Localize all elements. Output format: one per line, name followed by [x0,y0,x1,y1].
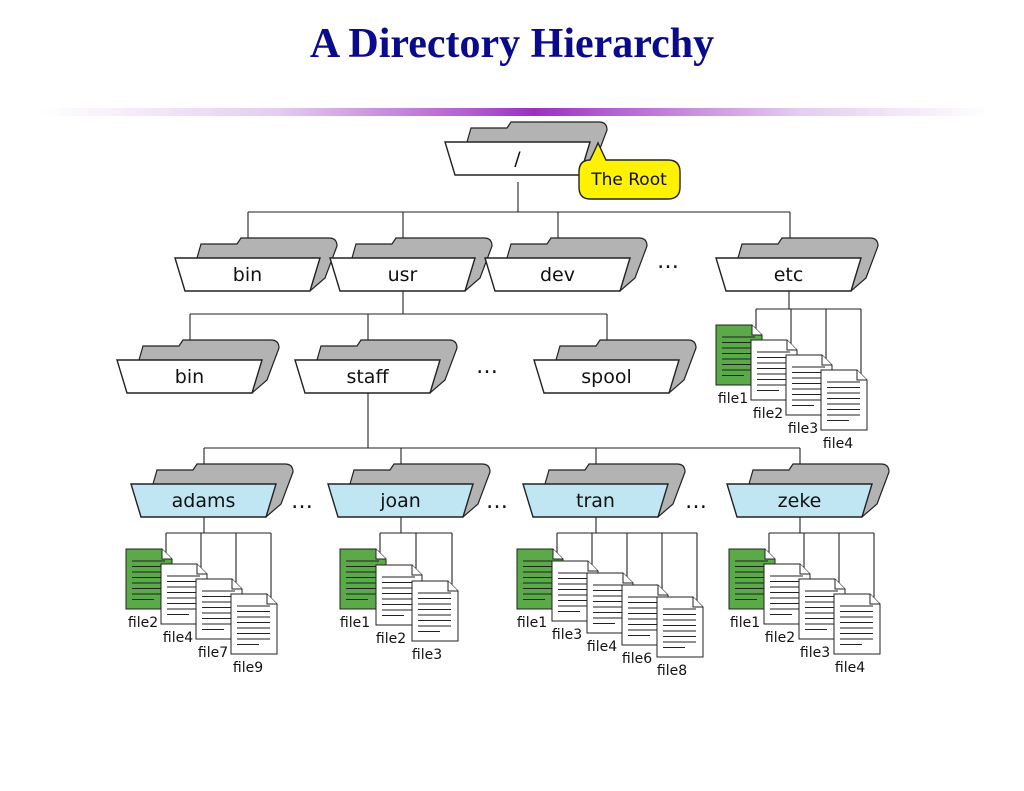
zeke-file-label-2: file3 [800,645,830,661]
folder-zeke-label: zeke [778,490,822,512]
callout-text: The Root [590,170,667,190]
adams-file-label-3: file9 [233,660,263,676]
folder-usr[interactable]: usr [329,237,493,292]
folder-bin[interactable]: bin [116,339,280,394]
folder-tran[interactable]: tran [522,463,686,518]
joan-file-label-1: file2 [376,631,406,647]
file-icon [656,596,704,658]
tran-file-label-1: file3 [552,627,582,643]
zeke-file-label-0: file1 [730,615,760,631]
ellipsis-1: … [476,354,498,379]
folder-joan[interactable]: joan [327,463,491,518]
folder-adams[interactable]: adams [130,463,294,518]
joan-file-label-2: file3 [412,647,442,663]
etc-file-3[interactable] [820,369,868,431]
tran-file-4[interactable] [656,596,704,658]
folder-zeke[interactable]: zeke [726,463,890,518]
joan-file-label-0: file1 [340,615,370,631]
folder-dev[interactable]: dev [484,237,648,292]
adams-file-label-1: file4 [163,630,193,646]
folder-etc-label: etc [774,264,804,286]
adams-file-3[interactable] [230,593,278,655]
folder-icon [174,237,338,292]
tran-file-label-0: file1 [517,615,547,631]
folder-icon [522,463,686,518]
title-divider [40,108,990,116]
tran-file-label-3: file6 [622,651,652,667]
ellipsis-2: … [291,489,313,514]
folder-icon [726,463,890,518]
file-icon [411,580,459,642]
folder-icon [444,121,608,176]
folder-tran-label: tran [576,490,615,512]
ellipsis-3: … [486,489,508,514]
folder-icon [130,463,294,518]
folder-usr-label: usr [388,264,418,286]
folder-staff-label: staff [346,366,389,388]
joan-file-2[interactable] [411,580,459,642]
folder-adams-label: adams [172,490,236,512]
joan-file-0[interactable] [339,548,387,610]
zeke-file-label-3: file4 [835,660,865,676]
file-icon [339,548,387,610]
folder-joan-label: joan [379,490,421,512]
tree-connectors [165,182,875,601]
folder-spool-label: spool [581,366,632,388]
folder-staff[interactable]: staff [294,339,458,394]
tran-file-label-2: file4 [587,639,617,655]
etc-file-label-2: file3 [788,421,818,437]
folder-icon [484,237,648,292]
folder-bin[interactable]: bin [174,237,338,292]
file-icon [230,593,278,655]
folder-etc[interactable]: etc [715,237,879,292]
file-icon [820,369,868,431]
folder-dev-label: dev [540,264,575,286]
etc-file-label-3: file4 [823,436,853,452]
page-title: A Directory Hierarchy [309,21,715,67]
adams-file-label-2: file7 [198,645,228,661]
folder-icon [329,237,493,292]
folder-icon [715,237,879,292]
adams-file-label-0: file2 [128,615,158,631]
folder-icon [294,339,458,394]
folder-icon [533,339,697,394]
root-callout: The Root [578,141,681,200]
folder-icon [116,339,280,394]
file-icon [833,593,881,655]
folder-root-label: / [514,148,521,170]
folder-icon [327,463,491,518]
ellipsis-4: … [685,489,707,514]
zeke-file-3[interactable] [833,593,881,655]
etc-file-label-0: file1 [718,391,748,407]
etc-file-label-1: file2 [753,406,783,422]
zeke-file-label-1: file2 [765,630,795,646]
ellipsis-0: … [657,249,679,274]
folder-root[interactable]: / [444,121,608,176]
folder-bin-label: bin [233,264,262,286]
tree-nodes: bin usr dev etc bin staff spool adams joan tran ze… [116,121,890,679]
folder-spool[interactable]: spool [533,339,697,394]
tran-file-label-4: file8 [657,663,687,679]
folder-bin-label: bin [175,366,204,388]
